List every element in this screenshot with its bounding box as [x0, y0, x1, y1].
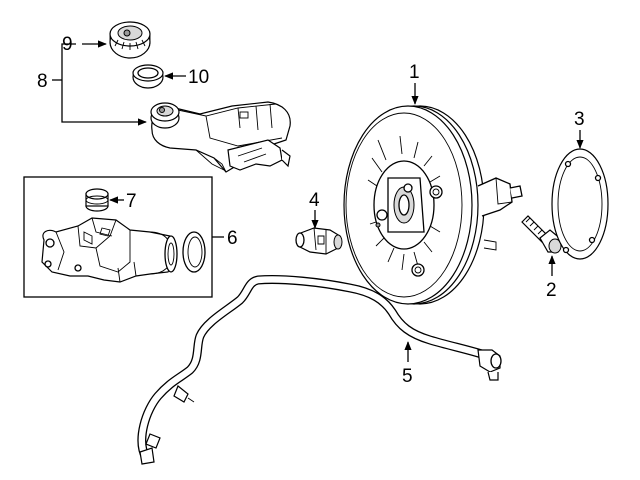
- cap-seal-part[interactable]: [132, 64, 164, 89]
- brake-booster-part[interactable]: [343, 105, 523, 305]
- grommet-part[interactable]: [85, 188, 109, 212]
- callout-4: 4: [309, 190, 320, 229]
- callout-3-label: 3: [574, 109, 585, 130]
- callout-7: 7: [109, 191, 137, 212]
- check-valve-part[interactable]: [295, 227, 343, 255]
- callout-8-label: 8: [37, 71, 48, 92]
- callout-6-label: 6: [227, 228, 238, 249]
- reservoir-cap-part[interactable]: [109, 21, 151, 59]
- o-ring-part[interactable]: [182, 231, 206, 273]
- vacuum-hose-part[interactable]: [137, 274, 502, 465]
- callout-1-label: 1: [409, 62, 420, 83]
- callout-10: 10: [164, 67, 209, 88]
- callout-3: 3: [574, 109, 585, 149]
- callout-4-label: 4: [309, 190, 320, 211]
- gasket-part[interactable]: [551, 148, 609, 260]
- callout-5: 5: [402, 341, 413, 387]
- fluid-reservoir-part[interactable]: [150, 101, 291, 173]
- callout-8: 8: [37, 43, 147, 126]
- callout-10-label: 10: [188, 67, 209, 88]
- callout-5-label: 5: [402, 366, 413, 387]
- callout-6: 6: [212, 228, 238, 249]
- callout-2: 2: [546, 255, 557, 301]
- master-cylinder-part[interactable]: [41, 217, 178, 283]
- callout-2-label: 2: [546, 280, 557, 301]
- callout-1: 1: [409, 62, 420, 105]
- callout-7-label: 7: [126, 191, 137, 212]
